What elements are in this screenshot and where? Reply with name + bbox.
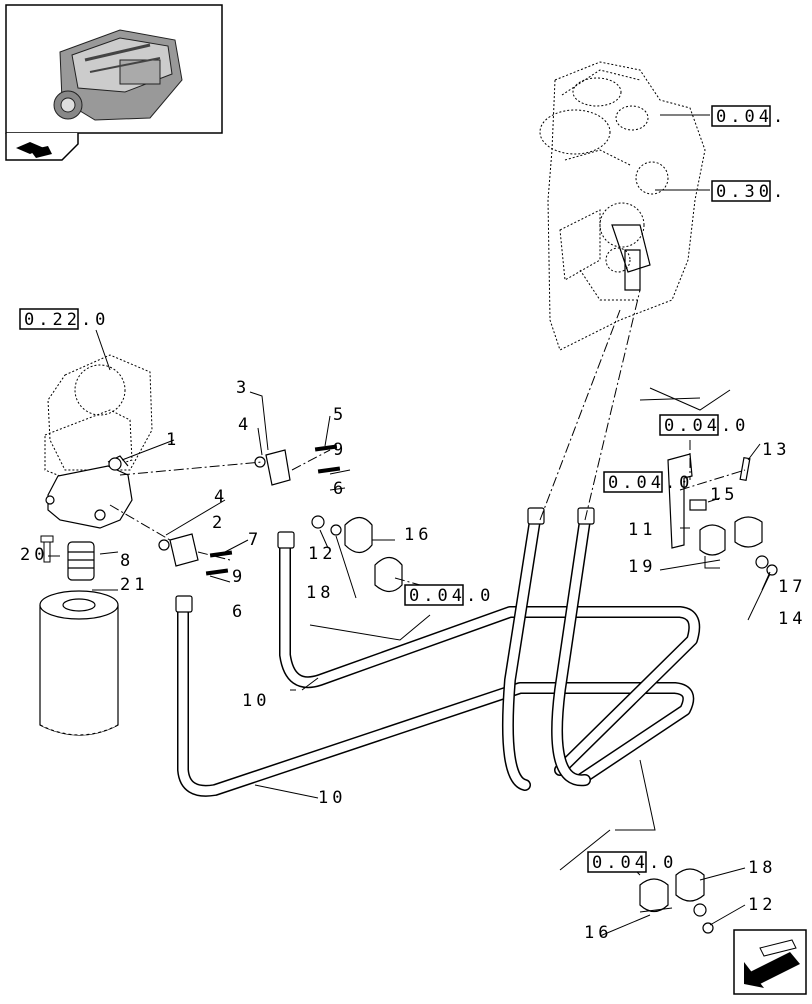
ref-box-1[interactable]: 0.04. bbox=[711, 105, 787, 127]
callout-2: 2 bbox=[212, 513, 226, 533]
pipe-end-nuts bbox=[175, 507, 595, 613]
clamp-19 bbox=[699, 516, 778, 576]
next-page-button[interactable] bbox=[733, 929, 807, 995]
clamp-16-upper bbox=[311, 515, 403, 593]
ref-text-3: 0.22.0 bbox=[24, 310, 109, 330]
fitting-3 bbox=[254, 449, 291, 486]
callout-10a: 10 bbox=[242, 691, 270, 711]
ref-box-4[interactable]: 0.04.0 bbox=[659, 414, 749, 436]
oil-pipe-10-upper-inner bbox=[280, 540, 699, 775]
callout-20: 20 bbox=[20, 545, 48, 565]
callout-18a: 18 bbox=[306, 583, 334, 603]
callout-3: 3 bbox=[236, 378, 250, 398]
callout-12a: 12 bbox=[308, 544, 336, 564]
callout-11: 11 bbox=[628, 520, 656, 540]
arrow-down-left-icon bbox=[744, 939, 800, 988]
callout-16b: 16 bbox=[584, 923, 612, 943]
callout-8: 8 bbox=[120, 551, 134, 571]
engine-block bbox=[539, 61, 706, 351]
callout-14: 14 bbox=[778, 609, 806, 629]
ref-text-1: 0.04. bbox=[716, 107, 787, 127]
ref-box-5[interactable]: 0.04.0 bbox=[603, 471, 693, 493]
callout-12b: 12 bbox=[748, 895, 776, 915]
callout-6a: 6 bbox=[333, 479, 347, 499]
callout-16a: 16 bbox=[404, 525, 432, 545]
oil-filter-cartridge bbox=[39, 590, 119, 736]
filter-adapter bbox=[45, 455, 133, 529]
engine-thumbnail-sketch bbox=[53, 29, 183, 121]
filter-nipple bbox=[67, 541, 95, 581]
oil-filter-housing bbox=[44, 354, 153, 481]
oil-pipe-vertical-right-inner bbox=[552, 515, 590, 785]
callout-7: 7 bbox=[248, 530, 262, 550]
callout-19: 19 bbox=[628, 557, 656, 577]
callout-15: 15 bbox=[710, 485, 738, 505]
oil-pipe-10-lower-inner bbox=[178, 605, 693, 796]
ref-text-7: 0.04.0 bbox=[592, 853, 677, 873]
fitting-2 bbox=[158, 533, 199, 567]
ref-text-4: 0.04.0 bbox=[664, 416, 749, 436]
engine-thumbnail[interactable] bbox=[5, 4, 223, 134]
callout-6b: 6 bbox=[232, 602, 246, 622]
callout-4b: 4 bbox=[214, 487, 228, 507]
ref-text-5: 0.04.0 bbox=[608, 473, 693, 493]
ref-box-2[interactable]: 0.30. bbox=[711, 180, 787, 202]
callout-18b: 18 bbox=[748, 858, 776, 878]
oil-pipe-vertical-left-inner bbox=[503, 515, 540, 790]
ref-box-7[interactable]: 0.04.0 bbox=[587, 851, 677, 873]
clamp-16-lower bbox=[639, 868, 714, 934]
leader-lines bbox=[48, 114, 771, 937]
callout-4a: 4 bbox=[238, 415, 252, 435]
callout-9a: 9 bbox=[333, 440, 347, 460]
callout-1: 1 bbox=[166, 430, 180, 450]
ref-text-6: 0.04.0 bbox=[409, 586, 494, 606]
callout-10b: 10 bbox=[318, 788, 346, 808]
book-icon bbox=[16, 142, 52, 158]
callout-13: 13 bbox=[762, 440, 790, 460]
section-markers bbox=[309, 387, 731, 871]
ref-text-2: 0.30. bbox=[716, 182, 787, 202]
callouts: 1 2 3 4 4 5 6 6 7 8 9 9 10 10 11 12 12 1… bbox=[20, 378, 806, 943]
oil-pipe-10-upper bbox=[279, 539, 701, 776]
callout-9b: 9 bbox=[232, 567, 246, 587]
navigation-tab[interactable] bbox=[5, 133, 79, 161]
callout-5: 5 bbox=[333, 405, 347, 425]
bolts-5-7 bbox=[205, 444, 341, 576]
engine-oil-port bbox=[611, 224, 651, 291]
ref-box-6[interactable]: 0.04.0 bbox=[404, 584, 494, 606]
ref-box-3[interactable]: 0.22.0 bbox=[19, 308, 109, 330]
callout-21: 21 bbox=[120, 575, 148, 595]
callout-17: 17 bbox=[778, 577, 806, 597]
screw-20 bbox=[40, 535, 54, 563]
